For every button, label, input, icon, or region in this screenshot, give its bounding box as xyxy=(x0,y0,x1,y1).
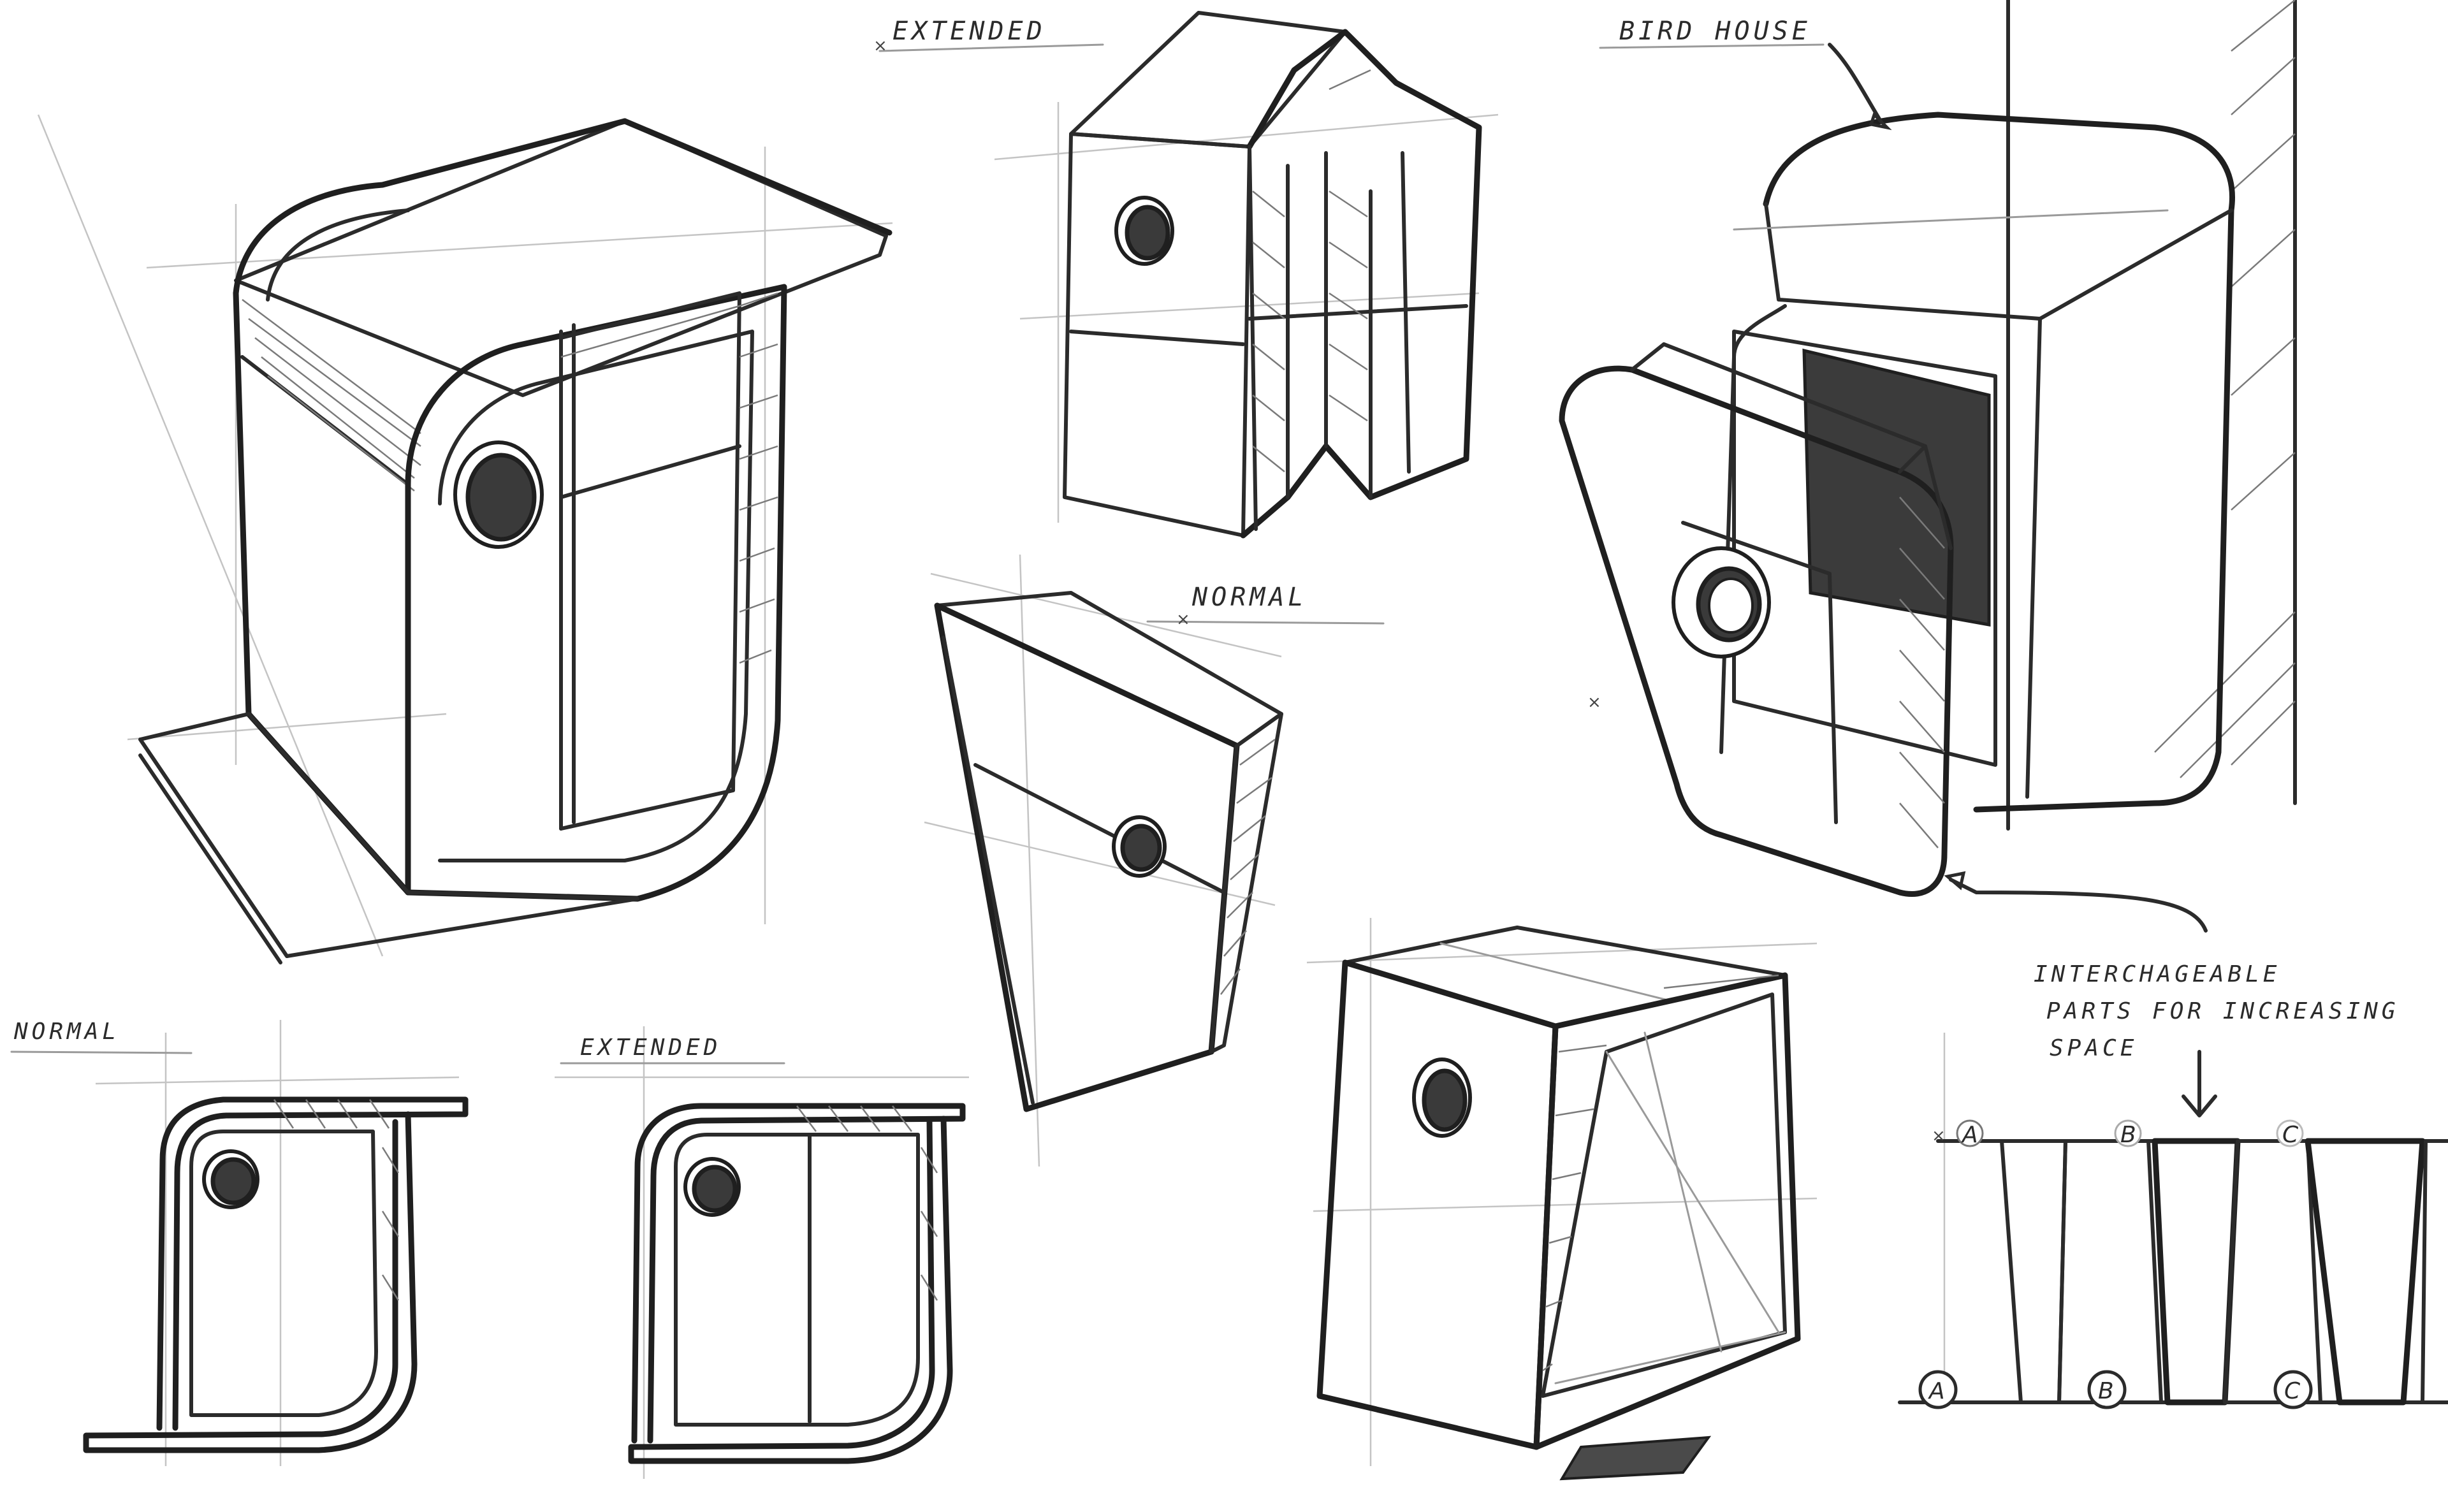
svg-text:×: × xyxy=(1176,610,1190,629)
label-normal-middle: NORMAL xyxy=(1191,583,1308,612)
label-interchangeable-line3: SPACE xyxy=(2050,1035,2138,1061)
entrance-hole-icon xyxy=(465,453,537,542)
sketch-wedge-insert-house xyxy=(1306,918,1818,1481)
entrance-hole-icon xyxy=(1422,1068,1468,1132)
label-extended-bottom: EXTENDED xyxy=(580,1035,721,1061)
entrance-hole-icon xyxy=(692,1165,738,1213)
label-bird-house: BIRD HOUSE xyxy=(1619,17,1811,46)
svg-text:×: × xyxy=(873,36,887,55)
label-interchangeable-line1: INTERCHAGEABLE xyxy=(2034,961,2280,987)
part-label-c-top: C xyxy=(2282,1122,2299,1148)
sketch-interchangeable-parts: A B C × A B C INTERCHAGEABLE PARTS FOR I… xyxy=(1898,961,2448,1409)
sketch-bird-house-exploded: × BIRD HOUSE xyxy=(1559,0,2297,933)
part-label-b-top: B xyxy=(2120,1122,2136,1148)
svg-text:×: × xyxy=(1587,693,1601,712)
sketch-extended-house: × EXTENDED xyxy=(873,11,1499,539)
label-extended-top: EXTENDED xyxy=(892,17,1046,46)
sketch-curved-house-perspective xyxy=(37,114,893,964)
svg-text:×: × xyxy=(1932,1126,1946,1145)
entrance-hole-icon xyxy=(210,1157,256,1205)
entrance-hole-icon xyxy=(1125,205,1170,261)
part-label-c-bottom: C xyxy=(2284,1378,2301,1404)
part-label-b-bottom: B xyxy=(2098,1378,2114,1404)
part-label-a-bottom: A xyxy=(1928,1378,1945,1404)
label-interchangeable-line2: PARTS FOR INCREASING xyxy=(2046,998,2399,1024)
sketch-normal-house: × NORMAL xyxy=(924,554,1385,1167)
sketch-extended-elevation: EXTENDED xyxy=(555,1026,969,1479)
label-normal-bottom: NORMAL xyxy=(13,1019,120,1045)
sketch-normal-elevation: NORMAL xyxy=(10,1019,469,1466)
part-label-a-top: A xyxy=(1961,1122,1978,1148)
entrance-hole-icon xyxy=(1120,824,1162,872)
